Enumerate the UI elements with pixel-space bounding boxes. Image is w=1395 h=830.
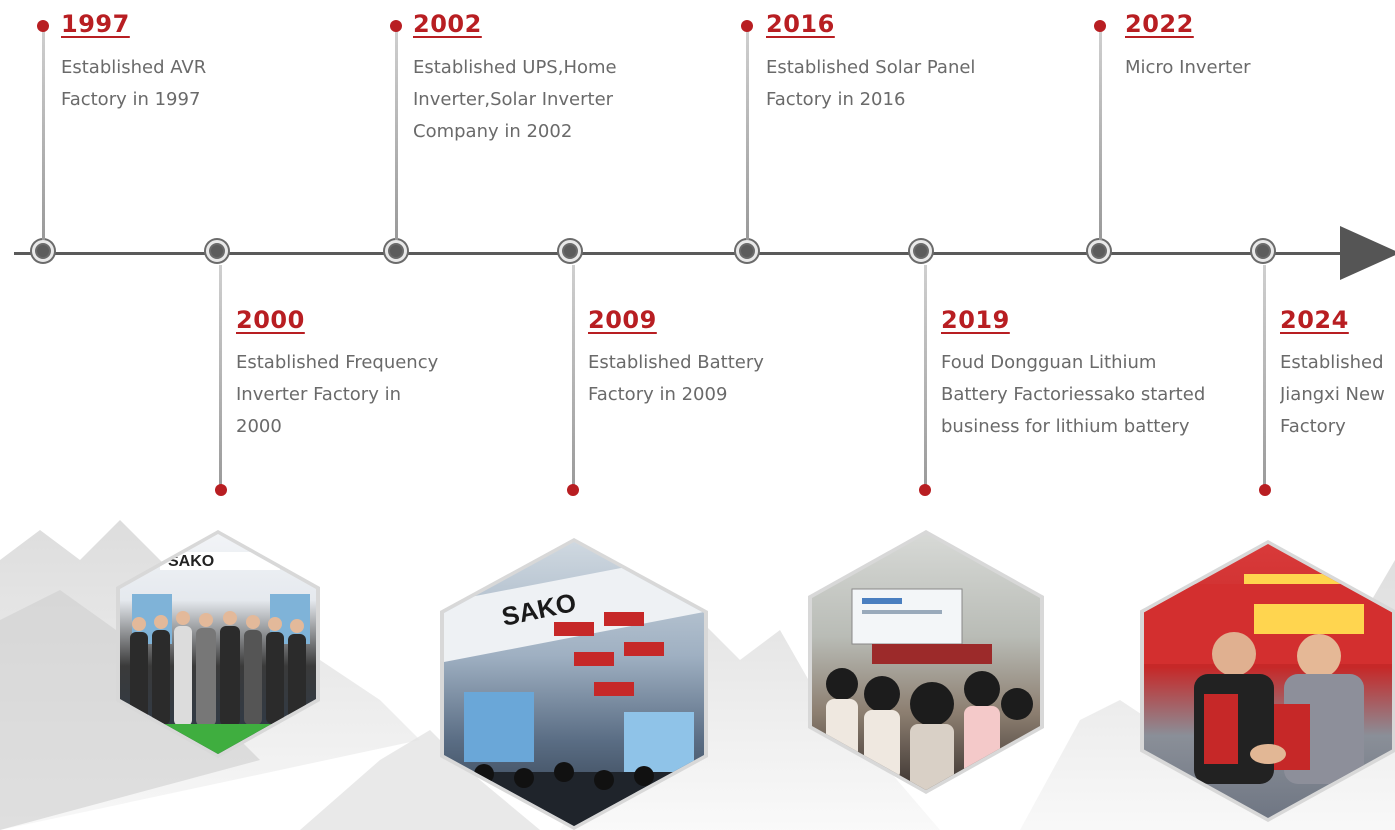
connector-2024: [1263, 265, 1266, 490]
event-description-2019: Foud Dongguan Lithium Battery Factoriess…: [941, 352, 1206, 437]
event-description-2022: Micro Inverter: [1125, 57, 1251, 78]
event-description-2016: Established Solar Panel Factory in 2016: [766, 57, 976, 110]
connector-2002: [395, 28, 398, 240]
photo-hexagon-exhibition: SAKO: [440, 538, 708, 830]
marker-dot-2019: [919, 484, 931, 496]
marker-dot-1997: [37, 20, 49, 32]
connector-2009: [572, 265, 575, 490]
event-description-2002: Established UPS,Home Inverter,Solar Inve…: [413, 57, 617, 142]
timeline-node-2009: [559, 240, 581, 262]
year-link-2022[interactable]: 2022: [1125, 10, 1194, 38]
timeline-node-2000: [206, 240, 228, 262]
year-link-2009[interactable]: 2009: [588, 306, 657, 334]
marker-dot-2002: [390, 20, 402, 32]
marker-dot-2022: [1094, 20, 1106, 32]
year-link-1997[interactable]: 1997: [61, 10, 130, 38]
year-link-2019[interactable]: 2019: [941, 306, 1010, 334]
marker-dot-2024: [1259, 484, 1271, 496]
marker-dot-2000: [215, 484, 227, 496]
event-description-2000: Established Frequency Inverter Factory i…: [236, 352, 439, 437]
signing-photo-illustration: [1144, 574, 1392, 784]
photo-hexagon-training: [808, 530, 1044, 794]
timeline-node-2016: [736, 240, 758, 262]
timeline-node-2002: [385, 240, 407, 262]
event-description-1997: Established AVR Factory in 1997: [61, 57, 207, 110]
marker-dot-2009: [567, 484, 579, 496]
training-photo-illustration: [826, 588, 1033, 790]
timeline-node-2022: [1088, 240, 1110, 262]
connector-2022: [1099, 28, 1102, 240]
event-description-2024: Established Jiangxi New Factory: [1280, 352, 1385, 437]
arrow-right-icon: [1340, 226, 1395, 280]
year-link-2000[interactable]: 2000: [236, 306, 305, 334]
event-description-2009: Established Battery Factory in 2009: [588, 352, 764, 405]
connector-1997: [42, 28, 45, 240]
photo-hexagon-signing: [1140, 540, 1395, 822]
timeline-node-1997: [32, 240, 54, 262]
connector-2000: [219, 265, 222, 490]
connector-2016: [746, 28, 749, 240]
timeline-axis: [14, 252, 1349, 255]
connector-2019: [924, 265, 927, 490]
timeline-node-2024: [1252, 240, 1274, 262]
booth-sign-text: SAKO: [168, 553, 214, 570]
timeline-node-2019: [910, 240, 932, 262]
marker-dot-2016: [741, 20, 753, 32]
year-link-2016[interactable]: 2016: [766, 10, 835, 38]
year-link-2002[interactable]: 2002: [413, 10, 482, 38]
year-link-2024[interactable]: 2024: [1280, 306, 1349, 334]
